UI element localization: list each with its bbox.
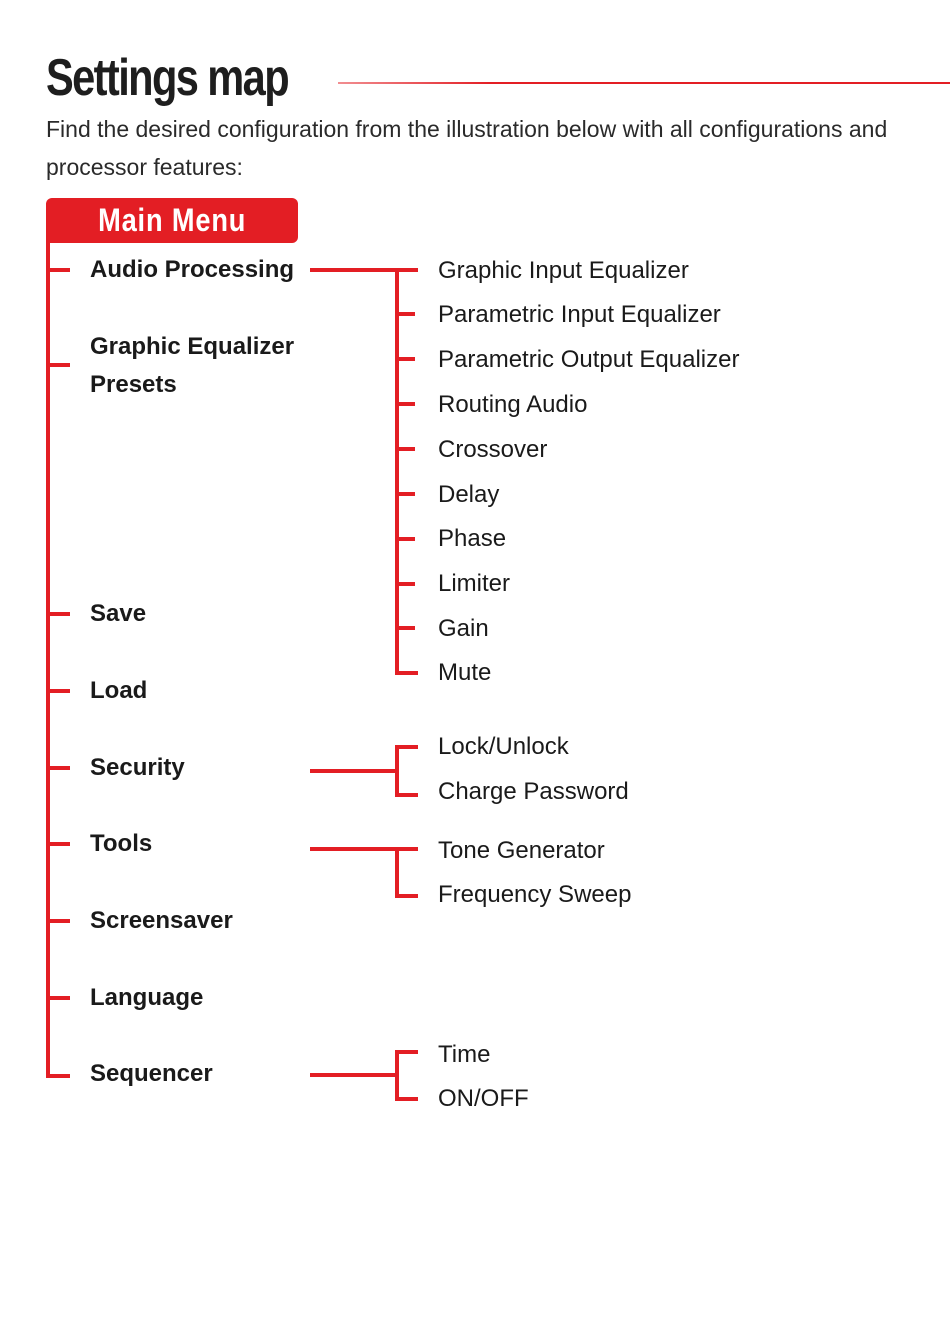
sub-item-charge-password[interactable]: Charge Password xyxy=(438,778,629,805)
menu-item-save[interactable]: Save xyxy=(90,600,147,627)
main-tick xyxy=(46,689,70,693)
sub-tick xyxy=(395,492,415,496)
main-menu-label: Main Menu xyxy=(97,202,247,238)
menu-item-sequencer[interactable]: Sequencer xyxy=(90,1060,213,1087)
sub-tick xyxy=(395,357,415,361)
sub-item-parametric-output-equalizer[interactable]: Parametric Output Equalizer xyxy=(438,346,740,373)
sub-tick xyxy=(395,312,415,316)
security-trunk xyxy=(395,745,399,797)
sub-item-phase[interactable]: Phase xyxy=(438,525,507,552)
sub-tick xyxy=(395,745,418,749)
audio-processing-trunk xyxy=(395,268,399,675)
title-rule xyxy=(338,82,950,84)
main-tick xyxy=(46,363,70,367)
sub-tick xyxy=(395,626,415,630)
tools-connector xyxy=(310,847,418,851)
page-title: Settings map xyxy=(46,49,290,107)
audio-processing-connector xyxy=(310,268,418,272)
menu-item-audio-processing[interactable]: Audio Processing xyxy=(90,256,295,283)
main-menu-trunk xyxy=(46,240,50,1078)
sub-item-on-off[interactable]: ON/OFF xyxy=(438,1085,529,1112)
main-tick xyxy=(46,842,70,846)
sequencer-connector xyxy=(310,1073,398,1077)
sub-item-limiter[interactable]: Limiter xyxy=(438,570,511,597)
sub-tick xyxy=(395,537,415,541)
sub-tick xyxy=(395,402,415,406)
sub-tick xyxy=(395,1097,418,1101)
main-tick xyxy=(46,612,70,616)
main-tick xyxy=(46,996,70,1000)
sub-tick xyxy=(395,894,418,898)
menu-item-security[interactable]: Security xyxy=(90,754,185,781)
sequencer-trunk xyxy=(395,1050,399,1101)
sub-item-tone-generator[interactable]: Tone Generator xyxy=(438,837,605,864)
main-tick xyxy=(46,766,70,770)
sub-item-frequency-sweep[interactable]: Frequency Sweep xyxy=(438,881,632,908)
menu-item-screensaver[interactable]: Screensaver xyxy=(90,907,233,934)
main-menu-header: Main Menu xyxy=(46,198,298,243)
sub-item-lock-unlock[interactable]: Lock/Unlock xyxy=(438,733,569,760)
sub-tick xyxy=(395,582,415,586)
menu-item-load[interactable]: Load xyxy=(90,677,148,704)
sub-item-parametric-input-equalizer[interactable]: Parametric Input Equalizer xyxy=(438,301,721,328)
sub-item-time[interactable]: Time xyxy=(438,1041,491,1068)
main-tick xyxy=(46,919,70,923)
intro-text: Find the desired configuration from the … xyxy=(46,116,888,180)
menu-item-graphic-equalizer-presets[interactable]: Graphic Equalizer Presets xyxy=(90,333,295,398)
sub-item-delay[interactable]: Delay xyxy=(438,481,500,508)
sub-tick xyxy=(395,793,418,797)
sub-item-gain[interactable]: Gain xyxy=(438,615,489,642)
security-connector xyxy=(310,769,398,773)
menu-item-tools[interactable]: Tools xyxy=(90,830,153,857)
sub-item-graphic-input-equalizer[interactable]: Graphic Input Equalizer xyxy=(438,257,689,284)
sub-item-routing-audio[interactable]: Routing Audio xyxy=(438,391,588,418)
main-tick xyxy=(46,1074,70,1078)
sub-tick xyxy=(395,447,415,451)
tools-trunk xyxy=(395,847,399,898)
sub-tick xyxy=(395,671,418,675)
sub-item-crossover[interactable]: Crossover xyxy=(438,436,548,463)
sub-item-mute[interactable]: Mute xyxy=(438,659,492,686)
main-tick xyxy=(46,268,70,272)
menu-item-language[interactable]: Language xyxy=(90,984,204,1011)
sub-tick xyxy=(395,1050,418,1054)
